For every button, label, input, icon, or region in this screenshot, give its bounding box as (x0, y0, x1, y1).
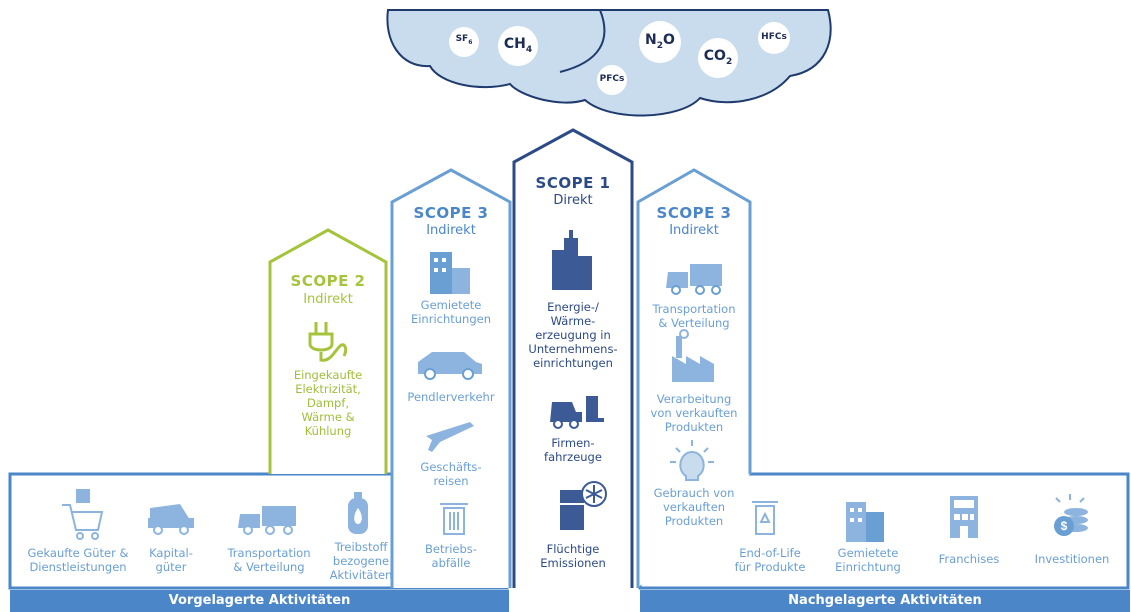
upstream-activities-bar: Vorgelagerte Aktivitäten (10, 590, 509, 612)
gas-bubble-co2 (698, 38, 738, 78)
downstream-item-leased: Gemietete Einrichtung (835, 546, 901, 574)
recycle-bin-icon (752, 501, 778, 535)
scope3-up-item-commuting: Pendlerverkehr (407, 390, 495, 404)
scope1-item-fugitive: Flüchtige Emissionen (540, 542, 606, 570)
scope3-upstream-house (390, 168, 512, 588)
scope2-title: SCOPE 2 (290, 272, 366, 290)
scope3-downstream-title: SCOPE 3 (656, 204, 732, 222)
downstream-item-end-of-life: End-of-Life für Produkte (734, 546, 806, 574)
storefront-icon (950, 496, 978, 538)
dump-truck-icon (148, 504, 194, 535)
scope3-up-item-leased: Gemietete Einrichtungen (410, 298, 492, 326)
fridge-snowflake-icon (560, 481, 607, 530)
gas-bubble-sf6 (449, 27, 479, 57)
cloud-inner-line (559, 9, 606, 73)
gas-co2: CO2 (703, 48, 733, 67)
power-plug-icon (308, 322, 348, 362)
forklift-icon (550, 396, 604, 429)
scope3-down-item-transport: Transportation & Verteilung (652, 302, 736, 330)
gas-hfcs: HFCs (761, 32, 787, 42)
gas-bubble-hfcs (758, 22, 790, 54)
scope1-title: SCOPE 1 (535, 174, 611, 192)
city-buildings-icon (552, 230, 592, 290)
shopping-cart-icon (62, 489, 104, 540)
scope3-down-item-use: Gebrauch von verkauften Produkten (653, 486, 735, 528)
scope1-subtitle: Direkt (553, 193, 593, 208)
gas-n2o: N2O (645, 32, 675, 51)
coins-dollar-icon: $ (1054, 494, 1088, 536)
scope3-up-item-waste: Betriebs- abfälle (425, 542, 477, 570)
scope3-upstream-title: SCOPE 3 (413, 204, 489, 222)
downstream-item-franchises: Franchises (938, 552, 1000, 566)
trash-bin-icon (440, 503, 468, 535)
cloud-shape (386, 9, 832, 117)
scope1-house (512, 128, 634, 588)
lightbulb-icon (670, 440, 714, 481)
delivery-truck-icon (238, 506, 296, 535)
gas-bubble-n2o (639, 21, 681, 63)
upstream-item-transport: Transportation & Verteilung (227, 546, 311, 574)
car-icon (418, 352, 482, 380)
scope1-item-energy: Energie-/ Wärme- erzeugung in Unternehme… (528, 300, 618, 370)
upstream-item-purchased-goods: Gekaufte Güter & Dienstleistungen (27, 546, 129, 574)
office-building-icon-down (846, 502, 884, 542)
scope2-item-electricity: Eingekaufte Elektrizität, Dampf, Wärme &… (293, 368, 363, 438)
upstream-item-fuel: Treibstoff bezogene Aktivitäten (329, 540, 393, 582)
scope1-item-vehicles: Firmen- fahrzeuge (544, 436, 602, 464)
gas-bubble-ch4 (498, 26, 538, 66)
upstream-item-capital-goods: Kapital- güter (149, 546, 193, 574)
delivery-truck-icon-down (666, 264, 722, 295)
scope3-down-item-processing: Verarbeitung von verkauften Produkten (650, 392, 738, 434)
airplane-icon (426, 422, 474, 452)
downstream-item-investments: Investitionen (1034, 552, 1110, 566)
scope2-subtitle: Indirekt (303, 292, 353, 307)
scope2-house (268, 228, 388, 474)
gas-bubble-pfcs (597, 65, 627, 95)
scope3-up-item-business-travel: Geschäfts- reisen (420, 460, 482, 488)
scope3-upstream-subtitle: Indirekt (426, 223, 476, 238)
gas-sf6: SF6 (455, 34, 473, 46)
office-building-icon (430, 252, 470, 294)
gas-pfcs: PFCs (599, 74, 625, 84)
svg-text:$: $ (1061, 519, 1068, 533)
downstream-activities-bar: Nachgelagerte Aktivitäten (640, 590, 1130, 612)
factory-icon (672, 329, 714, 382)
fuel-tank-icon (348, 492, 368, 534)
gas-ch4: CH4 (503, 36, 533, 55)
scope3-downstream-subtitle: Indirekt (669, 223, 719, 238)
